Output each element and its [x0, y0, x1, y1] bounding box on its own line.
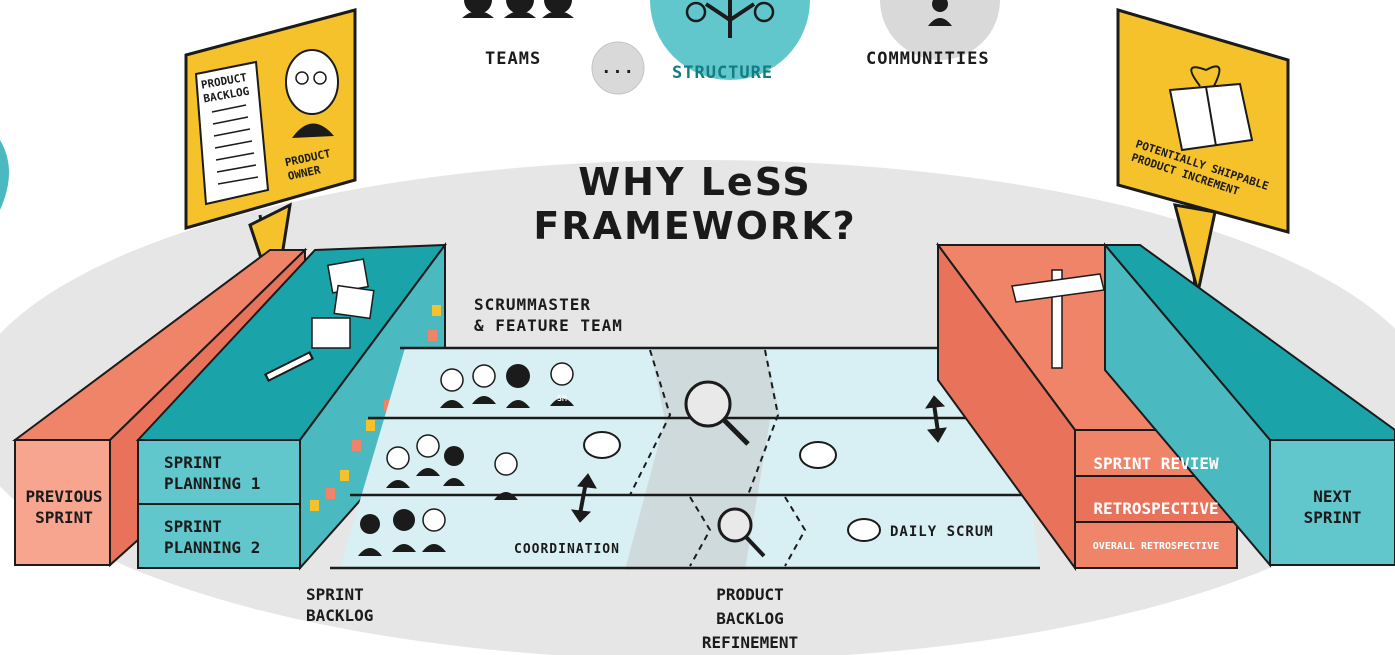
product-backlog-refinement-label: PRODUCT BACKLOG REFINEMENT — [680, 583, 820, 655]
scrummaster-label: SCRUMMASTER & FEATURE TEAM — [474, 294, 644, 336]
backlog-paper-icon — [194, 60, 270, 206]
sprint-planning-2-label: SPRINT PLANNING 2 — [164, 516, 298, 558]
coordination-label: COORDINATION — [514, 542, 620, 557]
feature-team-people-icon — [358, 362, 574, 556]
scrummaster-line1: SCRUMMASTER — [474, 295, 591, 314]
sprint-backlog-line1: SPRINT — [306, 585, 364, 604]
previous-sprint-line2: SPRINT — [35, 508, 93, 527]
sprint-review-label: SPRINT REVIEW — [1093, 454, 1219, 473]
scrummaster-line2: & FEATURE TEAM — [474, 316, 623, 335]
gift-icon — [1168, 65, 1254, 152]
edge-circle — [0, 140, 9, 210]
previous-sprint-label: PREVIOUS SPRINT — [18, 486, 110, 528]
sprint-planning-2-line2: PLANNING 2 — [164, 538, 261, 557]
next-sprint-label: NEXT SPRINT — [1270, 486, 1395, 528]
sprint-planning-1-label: SPRINT PLANNING 1 — [164, 452, 298, 494]
structure-label: STRUCTURE — [672, 63, 774, 83]
communities-icon — [880, 0, 1000, 60]
tree-icon — [685, 0, 775, 38]
product-owner-avatar-icon — [285, 49, 339, 138]
double-arrow-icons — [570, 395, 947, 523]
next-sprint-line1: NEXT — [1313, 487, 1352, 506]
daily-scrum-label: DAILY SCRUM — [890, 524, 994, 540]
retrospective-label: RETROSPECTIVE — [1093, 499, 1219, 518]
sprint-backlog-line2: BACKLOG — [306, 606, 374, 625]
sprint-backlog-label: SPRINT BACKLOG — [306, 584, 406, 626]
pbr-line3: REFINEMENT — [701, 633, 799, 652]
communities-label: COMMUNITIES — [866, 49, 990, 69]
speech-bubble-icons — [583, 431, 881, 542]
overall-retrospective-label: OVERALL RETROSPECTIVE — [1092, 541, 1220, 552]
teams-icon — [462, 0, 574, 18]
magnifier-icons — [684, 380, 766, 558]
more-label: ... — [601, 58, 635, 78]
more-icon-bg — [591, 41, 645, 95]
pbr-line2: BACKLOG — [716, 609, 784, 628]
sprint-planning-block — [135, 241, 448, 571]
page-title: WHY LeSS FRAMEWORK? — [533, 160, 857, 248]
next-sprint-block — [1102, 242, 1395, 568]
person-icon — [928, 0, 952, 26]
teams-label: TEAMS — [485, 49, 542, 69]
previous-sprint-line1: PREVIOUS — [25, 487, 103, 506]
pbr-line1: PRODUCT — [716, 585, 784, 604]
next-sprint-line2: SPRINT — [1303, 508, 1362, 527]
papers-and-pen-icon — [263, 258, 375, 383]
sprint-planning-1-line2: PLANNING 1 — [164, 474, 261, 493]
sm-badge: SM — [557, 394, 567, 403]
sprint-planning-1-line1: SPRINT — [164, 453, 222, 472]
sprint-planning-2-line1: SPRINT — [164, 517, 222, 536]
